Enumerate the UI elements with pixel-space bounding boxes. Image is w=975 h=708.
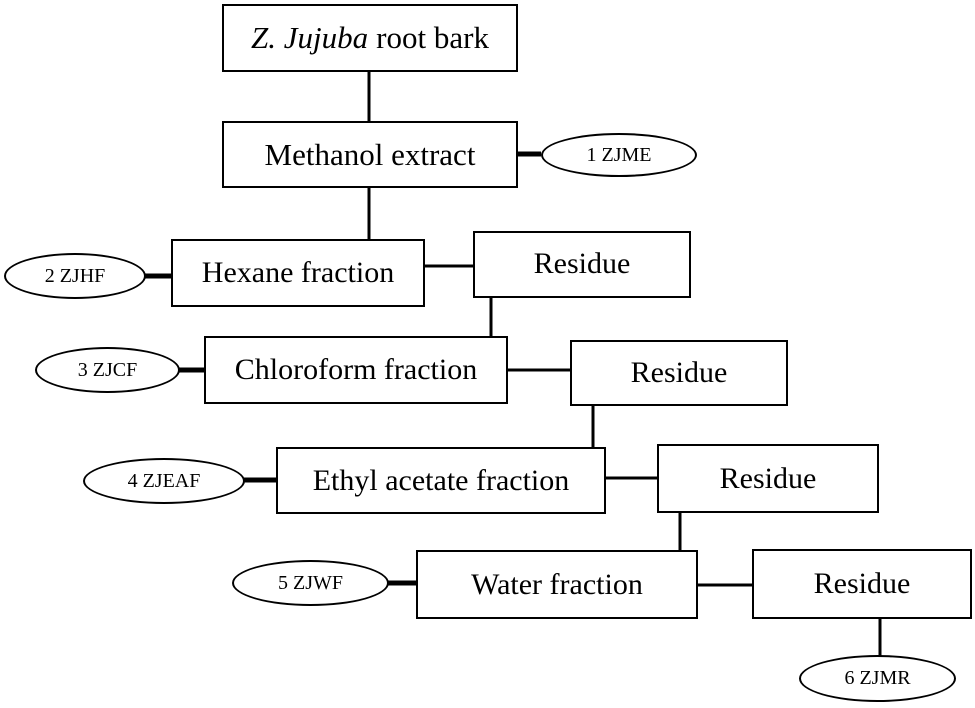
zjwf-ellipse: 5 ZJWF xyxy=(232,560,389,606)
residue-label-4: Residue xyxy=(813,567,911,600)
hexane-fraction-label: Hexane fraction xyxy=(201,256,395,289)
root-bark-text: root bark xyxy=(376,20,489,55)
zjme-label: 1 ZJME xyxy=(586,143,652,166)
zjmr-ellipse: 6 ZJMR xyxy=(799,655,956,702)
methanol-extract-label: Methanol extract xyxy=(264,136,476,172)
water-fraction-box: Water fraction xyxy=(416,550,698,619)
methanol-extract-box: Methanol extract xyxy=(222,121,518,188)
chloroform-fraction-label: Chloroform fraction xyxy=(234,353,478,386)
hexane-fraction-box: Hexane fraction xyxy=(171,239,425,307)
residue-label-3: Residue xyxy=(719,462,817,495)
residue-box-4: Residue xyxy=(752,549,972,619)
zjme-ellipse: 1 ZJME xyxy=(541,133,697,177)
zjhf-ellipse: 2 ZJHF xyxy=(4,253,146,299)
zjeaf-ellipse: 4 ZJEAF xyxy=(83,458,245,504)
residue-box-3: Residue xyxy=(657,444,879,513)
zjcf-label: 3 ZJCF xyxy=(77,358,138,381)
zjmr-label: 6 ZJMR xyxy=(844,667,911,689)
zjhf-label: 2 ZJHF xyxy=(44,264,106,287)
residue-box-2: Residue xyxy=(570,340,788,406)
ethyl-acetate-fraction-label: Ethyl acetate fraction xyxy=(312,463,570,497)
zjwf-label: 5 ZJWF xyxy=(278,571,343,594)
root-bark-italic: Z. Jujuba xyxy=(251,20,369,55)
zjeaf-label: 4 ZJEAF xyxy=(127,469,201,492)
zjcf-ellipse: 3 ZJCF xyxy=(35,347,180,393)
chloroform-fraction-box: Chloroform fraction xyxy=(204,336,508,404)
water-fraction-label: Water fraction xyxy=(471,567,643,601)
residue-box-1: Residue xyxy=(473,231,691,298)
residue-label-1: Residue xyxy=(533,247,631,280)
ethyl-acetate-fraction-box: Ethyl acetate fraction xyxy=(276,447,606,514)
residue-label-2: Residue xyxy=(630,356,728,389)
